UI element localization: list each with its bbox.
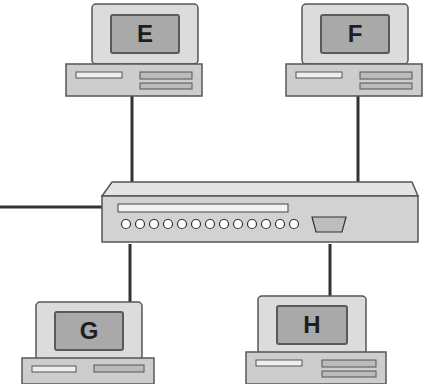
computer-screen: H bbox=[276, 305, 348, 345]
computer-h bbox=[246, 296, 386, 384]
computer-label: E bbox=[137, 22, 153, 46]
computer-label: G bbox=[80, 319, 99, 343]
computer-label: H bbox=[303, 313, 320, 337]
computer-screen: F bbox=[320, 14, 390, 54]
computer-f bbox=[286, 4, 422, 96]
hub-device bbox=[102, 182, 418, 242]
computer-label: F bbox=[348, 22, 363, 46]
computer-screen: G bbox=[54, 311, 124, 351]
computer-screen: E bbox=[110, 14, 180, 54]
computer-e bbox=[66, 4, 202, 96]
computer-g bbox=[22, 302, 154, 384]
